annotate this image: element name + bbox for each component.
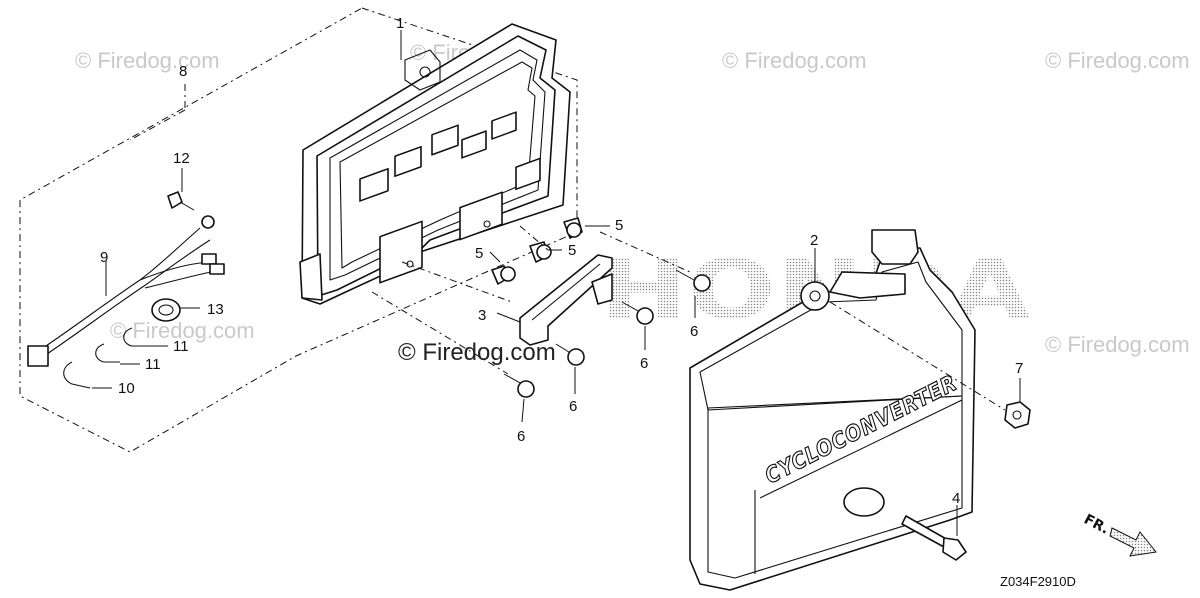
leader-lines [92, 30, 1021, 536]
cable-clip-11b [123, 327, 150, 347]
watermark-top-left: © Firedog.com [75, 48, 220, 73]
watermark-mid-right: © Firedog.com [1045, 332, 1190, 357]
callout-6a: 6 [690, 323, 698, 340]
callout-7: 7 [1015, 360, 1023, 377]
callout-10: 10 [118, 380, 135, 397]
cable-clip-10 [63, 361, 91, 389]
bolt-6b [621, 301, 654, 325]
harness-group-boundary [19, 7, 578, 453]
watermark-top-right-center: © Firedog.com [722, 48, 867, 73]
bolt-6a [675, 269, 711, 292]
nut [1004, 401, 1031, 429]
diagram-code: Z034F2910D [1000, 574, 1076, 589]
callout-13: 13 [207, 301, 224, 318]
cover: CYCLOCONVERTER [689, 229, 976, 591]
watermark-mid-left: © Firedog.com [110, 318, 255, 343]
callout-6d: 6 [517, 428, 525, 445]
screw-5b [529, 241, 552, 263]
callout-11b: 11 [173, 338, 189, 355]
front-arrow-icon [1109, 527, 1157, 557]
bolt-6d [503, 373, 535, 398]
screw-5a [563, 217, 583, 239]
watermark-top-right: © Firedog.com [1045, 48, 1190, 73]
callout-6b: 6 [640, 355, 648, 372]
cycloconverter-unit [299, 23, 571, 305]
callout-5a: 5 [615, 217, 623, 234]
bolt-6c [555, 343, 585, 366]
callouts: 1 2 3 4 5 5 5 6 6 6 6 6 7 8 9 10 11 11 1… [100, 15, 1023, 507]
callout-6c: 6 [569, 398, 577, 415]
callout-1: 1 [396, 15, 404, 32]
callout-12: 12 [173, 150, 190, 167]
cable-clip-11a [95, 343, 120, 363]
front-label: FR. [1081, 511, 1111, 537]
callout-8: 8 [179, 63, 187, 80]
wire-harness [27, 215, 225, 367]
callout-5b: 5 [568, 242, 576, 259]
callout-3: 3 [478, 307, 486, 324]
bracket [519, 254, 613, 346]
callout-9: 9 [100, 249, 108, 266]
small-bolt [167, 191, 195, 211]
grommet [151, 298, 181, 322]
callout-2: 2 [810, 232, 818, 249]
callout-5c: 5 [475, 245, 483, 262]
front-direction-indicator: FR. [1081, 511, 1157, 557]
long-bolt [901, 515, 967, 561]
callout-4: 4 [952, 490, 960, 507]
screw-5c [491, 265, 516, 285]
callout-11a: 11 [145, 356, 161, 373]
